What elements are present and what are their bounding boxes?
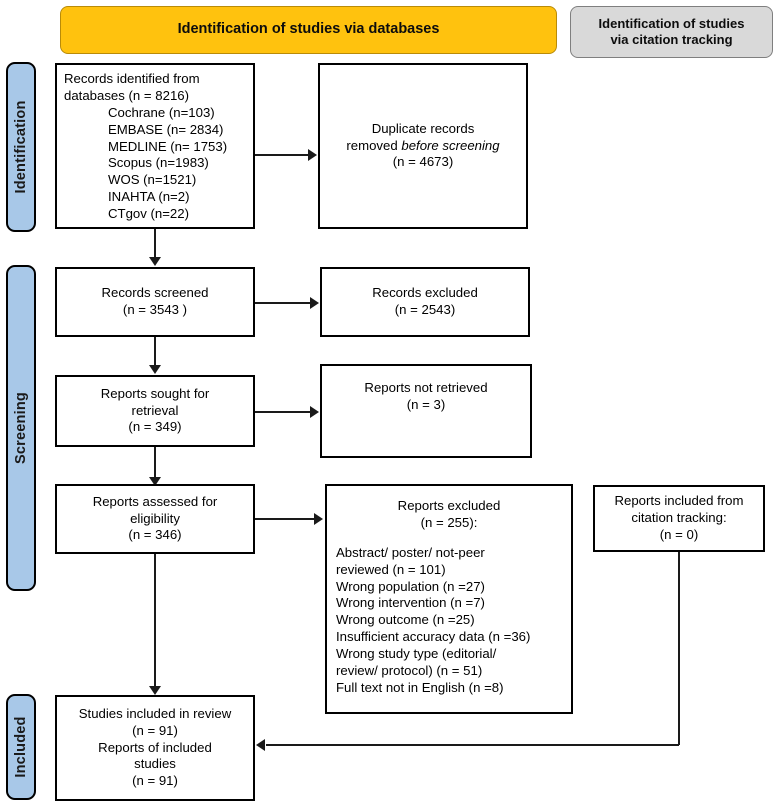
connector-citation-vertical xyxy=(678,552,680,745)
duplicates-line3: (n = 4673) xyxy=(392,154,454,170)
citation-included-line1: Reports included from xyxy=(614,493,744,509)
box-records-identified: Records identified from databases (n = 8… xyxy=(55,63,255,229)
reports-excluded-reason-2: Wrong population (n =27) xyxy=(336,578,485,594)
records-identified-line1: Records identified from xyxy=(64,71,200,86)
studies-included-line3: Reports of included xyxy=(98,739,212,755)
banner-citation-line1: Identification of studies xyxy=(598,16,745,32)
records-identified-source-0: Cochrane (n=103) xyxy=(108,104,215,120)
records-identified-line2: databases (n = 8216) xyxy=(64,87,190,103)
arrowhead-citation-to-included xyxy=(256,739,265,751)
records-identified-source-2: MEDLINE (n= 1753) xyxy=(108,138,228,154)
reports-excluded-reason-1: reviewed (n = 101) xyxy=(336,561,446,577)
phase-label-included: Included xyxy=(13,716,29,778)
records-excluded-line1: Records excluded xyxy=(372,285,478,301)
banner-citation-label: Identification of studies via citation t… xyxy=(599,16,745,48)
reports-excluded-reason-5: Insufficient accuracy data (n =36) xyxy=(336,629,531,645)
box-records-screened: Records screened (n = 3543 ) xyxy=(55,267,255,337)
records-identified-source-3: Scopus (n=1983) xyxy=(108,155,209,171)
studies-included-line4: studies xyxy=(134,756,176,772)
reports-sought-line1: Reports sought for xyxy=(100,385,210,401)
phase-label-identification: Identification xyxy=(13,100,29,194)
connector-assessed-to-excluded xyxy=(255,518,315,520)
connector-screened-to-sought xyxy=(154,337,156,367)
box-citation-included: Reports included from citation tracking:… xyxy=(593,485,765,552)
arrowhead-screened-to-excluded xyxy=(310,297,319,309)
connector-identified-to-duplicates xyxy=(255,154,309,156)
duplicates-line2-italic: before screening xyxy=(401,137,500,153)
banner-databases-label: Identification of studies via databases xyxy=(177,21,440,38)
records-screened-line1: Records screened xyxy=(101,285,209,301)
box-reports-excluded: Reports excluded (n = 255): Abstract/ po… xyxy=(325,484,573,714)
banner-citation-line2: via citation tracking xyxy=(610,32,733,47)
reports-sought-line2: retrieval xyxy=(131,402,179,418)
box-studies-included: Studies included in review (n = 91) Repo… xyxy=(55,695,255,801)
reports-excluded-reason-list: Abstract/ poster/ not-peer reviewed (n =… xyxy=(336,545,562,697)
arrowhead-sought-to-assessed xyxy=(149,477,161,486)
box-reports-assessed: Reports assessed for eligibility (n = 34… xyxy=(55,484,255,554)
reports-excluded-reason-6: Wrong study type (editorial/ xyxy=(336,646,497,662)
banner-identification-citation: Identification of studies via citation t… xyxy=(570,6,773,58)
reports-excluded-reason-4: Wrong outcome (n =25) xyxy=(336,612,475,628)
connector-sought-to-assessed xyxy=(154,447,156,479)
reports-assessed-line2: eligibility xyxy=(130,510,180,526)
reports-excluded-head1: Reports excluded xyxy=(397,498,501,513)
records-identified-source-4: WOS (n=1521) xyxy=(108,172,197,188)
duplicates-line2: removed before screening xyxy=(346,138,499,155)
arrowhead-sought-to-not-retrieved xyxy=(310,406,319,418)
records-screened-line2: (n = 3543 ) xyxy=(122,302,188,317)
box-reports-sought: Reports sought for retrieval (n = 349) xyxy=(55,375,255,447)
studies-included-line5: (n = 91) xyxy=(132,773,178,789)
reports-excluded-reason-3: Wrong intervention (n =7) xyxy=(336,595,485,611)
duplicates-line2-prefix: removed xyxy=(346,137,402,153)
arrowhead-identified-to-duplicates xyxy=(308,149,317,161)
connector-assessed-to-included xyxy=(154,554,156,688)
connector-sought-to-not-retrieved xyxy=(255,411,311,413)
reports-not-retrieved-line2: (n = 3) xyxy=(406,396,446,412)
studies-included-line1: Studies included in review xyxy=(78,705,232,721)
arrowhead-assessed-to-included xyxy=(149,686,161,695)
reports-excluded-reason-0: Abstract/ poster/ not-peer xyxy=(336,544,485,560)
records-identified-source-5: INAHTA (n=2) xyxy=(108,189,190,205)
phase-bar-included: Included xyxy=(6,694,36,800)
connector-screened-to-excluded xyxy=(255,302,311,304)
box-records-excluded: Records excluded (n = 2543) xyxy=(320,267,530,337)
citation-included-line3: (n = 0) xyxy=(659,526,699,542)
reports-not-retrieved-line1: Reports not retrieved xyxy=(364,380,488,395)
connector-identified-to-screened xyxy=(154,229,156,259)
reports-excluded-head2: (n = 255): xyxy=(420,514,478,530)
citation-included-line2: citation tracking: xyxy=(631,510,727,526)
phase-bar-screening: Screening xyxy=(6,265,36,591)
box-reports-not-retrieved: Reports not retrieved (n = 3) xyxy=(320,364,532,458)
duplicates-line1: Duplicate records xyxy=(371,120,475,136)
records-identified-source-6: CTgov (n=22) xyxy=(108,206,189,222)
arrowhead-identified-to-screened xyxy=(149,257,161,266)
studies-included-line2: (n = 91) xyxy=(132,722,178,738)
phase-label-screening: Screening xyxy=(13,392,29,464)
reports-sought-line3: (n = 349) xyxy=(128,419,182,435)
reports-assessed-line1: Reports assessed for xyxy=(92,493,218,509)
records-identified-source-1: EMBASE (n= 2834) xyxy=(108,121,224,137)
connector-citation-horizontal xyxy=(266,744,679,746)
records-excluded-line2: (n = 2543) xyxy=(394,302,456,317)
arrowhead-screened-to-sought xyxy=(149,365,161,374)
phase-bar-identification: Identification xyxy=(6,62,36,232)
reports-assessed-line3: (n = 346) xyxy=(128,527,182,543)
box-duplicates-removed: Duplicate records removed before screeni… xyxy=(318,63,528,229)
reports-excluded-reason-7: review/ protocol) (n = 51) xyxy=(336,663,483,679)
arrowhead-assessed-to-excluded xyxy=(314,513,323,525)
reports-excluded-reason-8: Full text not in English (n =8) xyxy=(336,679,504,695)
banner-identification-databases: Identification of studies via databases xyxy=(60,6,557,54)
